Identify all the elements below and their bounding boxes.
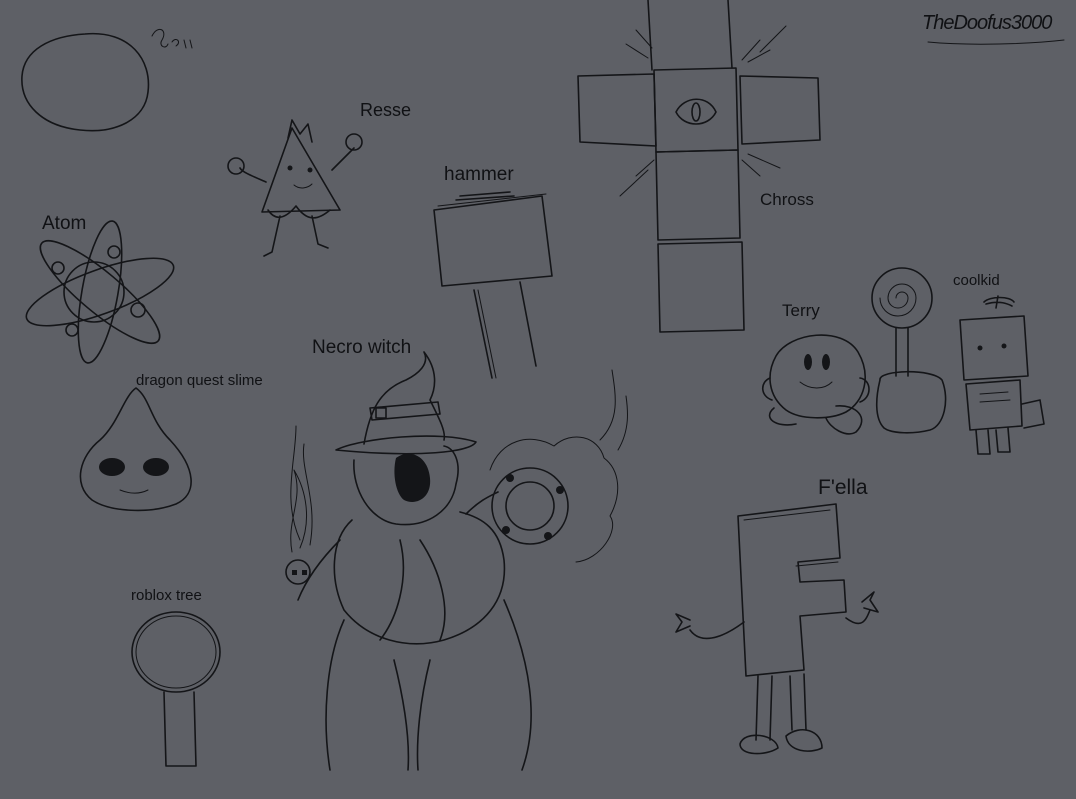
coolkid-drawing — [959, 295, 1045, 455]
label-roblox-tree: roblox tree — [131, 587, 202, 604]
roblox-tree-drawing — [131, 611, 221, 767]
hammer-drawing — [433, 191, 553, 379]
label-chross: Chross — [760, 190, 814, 209]
blob-drawing — [21, 28, 193, 132]
resse-drawing — [227, 119, 363, 257]
signature-underline — [927, 39, 1065, 45]
spiral-figure-drawing — [871, 267, 947, 434]
label-dragon-quest-slime: dragon quest slime — [136, 372, 263, 389]
chross-drawing — [577, 0, 821, 333]
label-fella: F'ella — [818, 476, 868, 499]
label-terry: Terry — [782, 301, 820, 320]
signature: TheDoofus3000 — [922, 12, 1052, 34]
label-atom: Atom — [42, 213, 87, 234]
dragon-quest-slime-drawing — [79, 387, 192, 512]
label-coolkid: coolkid — [953, 272, 1000, 289]
label-necro-witch: Necro witch — [312, 337, 412, 358]
necro-witch-drawing — [285, 351, 629, 771]
terry-drawing — [761, 334, 870, 435]
label-resse: Resse — [360, 100, 412, 120]
fella-drawing — [675, 503, 879, 755]
label-hammer: hammer — [444, 164, 514, 185]
atom-drawing — [25, 220, 175, 364]
